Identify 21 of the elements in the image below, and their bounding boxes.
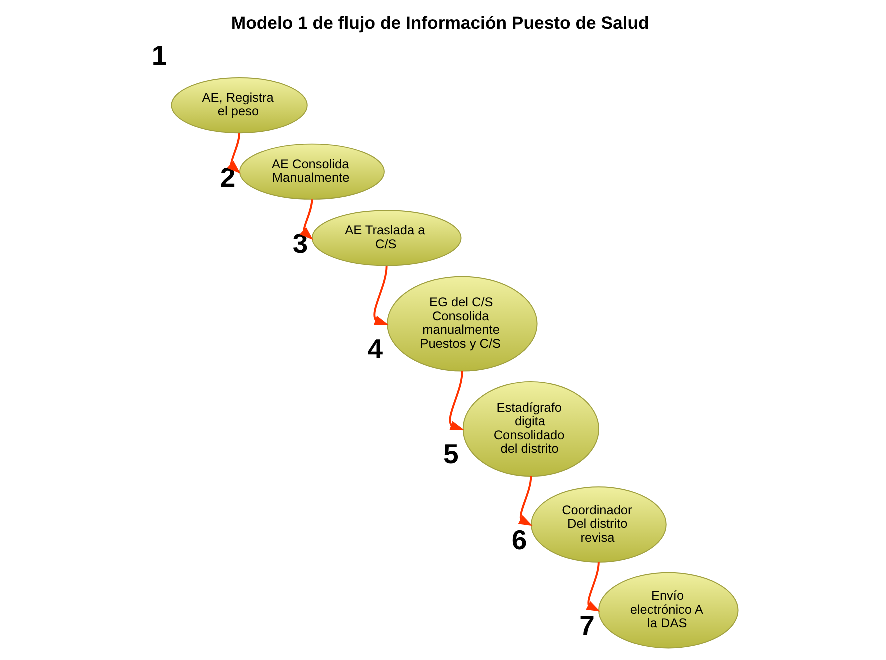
node-label: 2 <box>220 162 236 193</box>
node-ellipse: AE, Registra el peso <box>171 77 308 134</box>
node-ellipse: Coordinador Del distrito revisa <box>531 486 667 563</box>
node-ellipse: Estadígrafo digita Consolidado del distrito <box>462 381 600 478</box>
arrow <box>227 133 241 174</box>
node-label: 6 <box>512 524 528 556</box>
node-label: 1 <box>152 40 168 71</box>
arrow <box>586 562 601 612</box>
node-ellipse: EG del C/S Consolida manualmente Puestos y C/S <box>387 276 538 372</box>
arrow <box>518 476 533 526</box>
node-ellipse: AE Traslada a C/S <box>312 210 462 266</box>
node-label: 4 <box>368 333 384 364</box>
node-ellipse: AE Consolida Manualmente <box>239 144 385 200</box>
arrow <box>300 200 314 240</box>
node-ellipse: Envío electrónico A la DAS <box>598 572 739 649</box>
arrow <box>374 266 389 326</box>
diagram-title: Modelo 1 de flujo de Información Puesto de Salud <box>231 13 650 34</box>
node-label: 5 <box>443 438 459 470</box>
node-label: 3 <box>292 228 308 260</box>
node-label: 7 <box>580 610 595 642</box>
arrow <box>449 371 464 430</box>
